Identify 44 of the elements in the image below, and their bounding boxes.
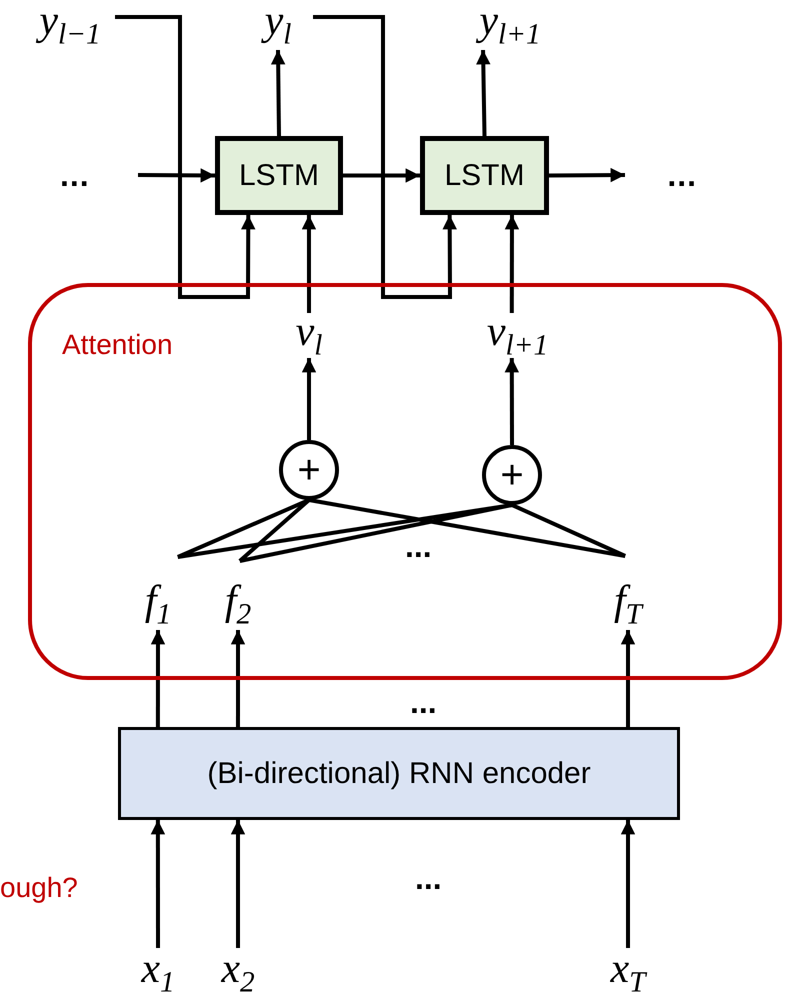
arrow <box>620 630 636 727</box>
arrow <box>150 630 166 727</box>
question-text: ough? <box>0 872 78 904</box>
math-symbol: y$_{l}$ <box>243 0 313 50</box>
arrow <box>504 358 520 445</box>
arrow <box>343 168 420 183</box>
math-symbol: f$_{1}$ <box>128 557 188 630</box>
ellipsis: ... <box>415 860 442 897</box>
connector-line <box>239 503 512 563</box>
math-symbol: x$_{2}$ <box>208 948 268 998</box>
ellipsis: ... <box>410 684 437 721</box>
ellipsis: ... <box>625 155 697 195</box>
connector-line <box>308 498 626 558</box>
attention-label: Attention <box>62 329 173 361</box>
encoder-box: (Bi-directional) RNN encoder <box>118 727 680 820</box>
sum-circle: + <box>482 445 542 505</box>
math-symbol: v$_{l+1}$ <box>470 313 565 358</box>
arrow <box>230 630 246 727</box>
arrow <box>302 215 316 313</box>
ellipsis: ... <box>405 528 432 565</box>
arrow <box>230 820 246 948</box>
arrow <box>302 358 316 440</box>
arrow <box>476 50 490 136</box>
arrow <box>138 168 216 183</box>
arrow <box>115 15 256 299</box>
attention-box <box>28 283 782 680</box>
math-symbol: v$_{l}$ <box>284 313 334 358</box>
arrow <box>150 820 166 948</box>
arrow <box>548 168 626 182</box>
math-symbol: x$_{1}$ <box>128 948 188 998</box>
math-symbol: f$_{T}$ <box>593 556 663 630</box>
arrow <box>270 50 286 136</box>
arrow <box>313 15 457 299</box>
sum-circle: + <box>279 440 339 500</box>
math-symbol: x$_{T}$ <box>593 948 663 998</box>
ellipsis: ... <box>60 155 138 195</box>
math-symbol: y$_{l+1}$ <box>455 0 565 50</box>
math-symbol: y$_{l−1}$ <box>25 0 115 50</box>
math-symbol: f$_{2}$ <box>208 561 268 630</box>
lstm-box: LSTM <box>420 136 549 215</box>
arrow <box>504 215 520 313</box>
arrow <box>620 820 636 948</box>
connector-line <box>511 503 626 558</box>
lstm-box: LSTM <box>215 136 343 215</box>
